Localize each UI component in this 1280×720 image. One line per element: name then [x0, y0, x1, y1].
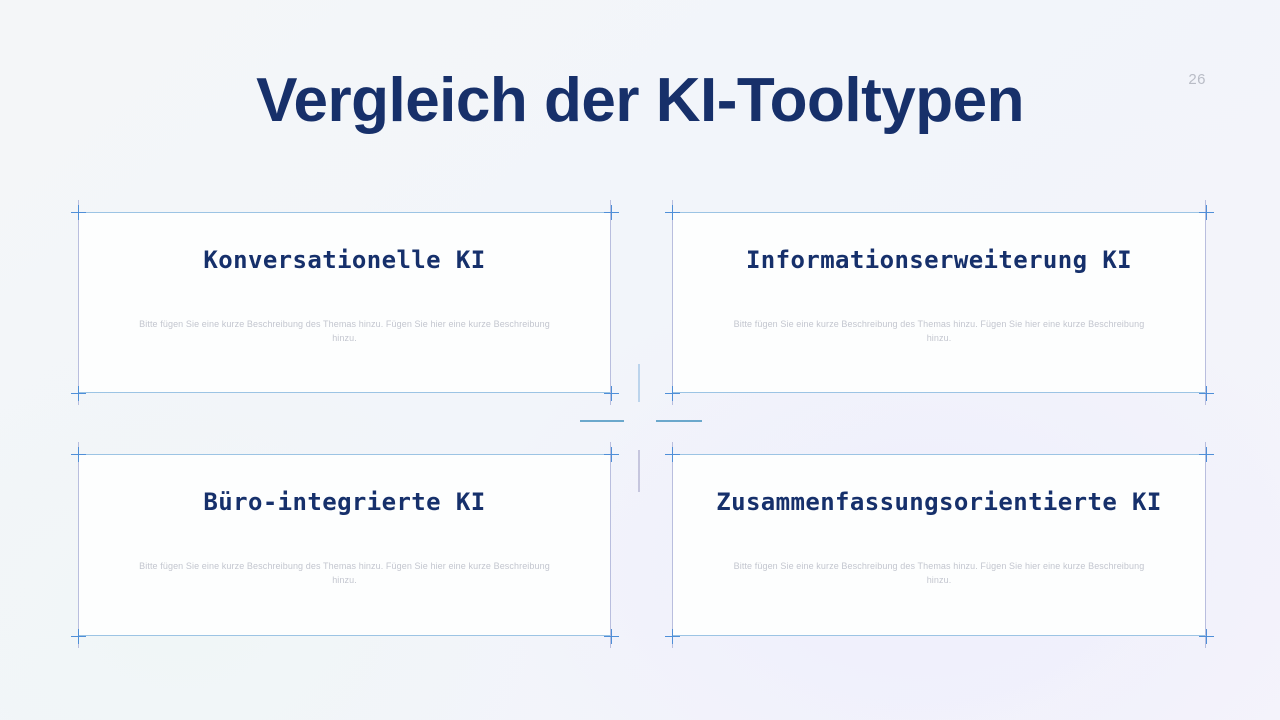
card-konversationelle-ki[interactable]: Konversationelle KI Bitte fügen Sie eine… [71, 200, 619, 405]
card-border-right [610, 200, 611, 405]
crosshair-plus-icon [71, 447, 86, 462]
card-border-right [1205, 442, 1206, 648]
page-number: 26 [1188, 71, 1206, 88]
crosshair-plus-icon [665, 447, 680, 462]
card-zusammenfassungsorientierte-ki[interactable]: Zusammenfassungsorientierte KI Bitte füg… [665, 442, 1214, 648]
card-border-top [78, 212, 611, 213]
center-divider-horizontal-left [580, 420, 624, 422]
crosshair-plus-icon [1199, 386, 1214, 401]
card-border-top [78, 454, 611, 455]
crosshair-plus-icon [665, 629, 680, 644]
card-title: Informationserweiterung KI [745, 246, 1133, 274]
card-border-top [672, 454, 1206, 455]
card-title: Zusammenfassungsorientierte KI [716, 488, 1162, 516]
center-divider-vertical-top [638, 364, 640, 402]
page-title: Vergleich der KI-Tooltypen [256, 66, 1024, 135]
card-title: Konversationelle KI [203, 246, 486, 274]
crosshair-plus-icon [604, 447, 619, 462]
card-border-left [672, 442, 673, 648]
card-title: Büro-integrierte KI [203, 488, 486, 516]
card-border-bottom [78, 392, 611, 393]
crosshair-plus-icon [71, 205, 86, 220]
card-border-right [1205, 200, 1206, 405]
crosshair-plus-icon [604, 386, 619, 401]
crosshair-plus-icon [71, 386, 86, 401]
card-border-top [672, 212, 1206, 213]
card-description: Bitte fügen Sie eine kurze Beschreibung … [733, 319, 1145, 343]
card-border-left [78, 442, 79, 648]
card-border-right [610, 442, 611, 648]
card-buero-integrierte-ki[interactable]: Büro-integrierte KI Bitte fügen Sie eine… [71, 442, 619, 648]
crosshair-plus-icon [71, 629, 86, 644]
card-border-bottom [672, 635, 1206, 636]
card-border-left [672, 200, 673, 405]
card-informationserweiterung-ki[interactable]: Informationserweiterung KI Bitte fügen S… [665, 200, 1214, 405]
card-description: Bitte fügen Sie eine kurze Beschreibung … [139, 561, 550, 585]
card-border-bottom [672, 392, 1206, 393]
card-description: Bitte fügen Sie eine kurze Beschreibung … [139, 319, 550, 343]
crosshair-plus-icon [604, 629, 619, 644]
crosshair-plus-icon [1199, 447, 1214, 462]
card-border-bottom [78, 635, 611, 636]
crosshair-plus-icon [604, 205, 619, 220]
crosshair-plus-icon [665, 386, 680, 401]
crosshair-plus-icon [1199, 629, 1214, 644]
crosshair-plus-icon [665, 205, 680, 220]
crosshair-plus-icon [1199, 205, 1214, 220]
center-divider-horizontal-right [656, 420, 702, 422]
card-border-left [78, 200, 79, 405]
card-description: Bitte fügen Sie eine kurze Beschreibung … [733, 561, 1145, 585]
center-divider-vertical-bottom [638, 450, 640, 492]
